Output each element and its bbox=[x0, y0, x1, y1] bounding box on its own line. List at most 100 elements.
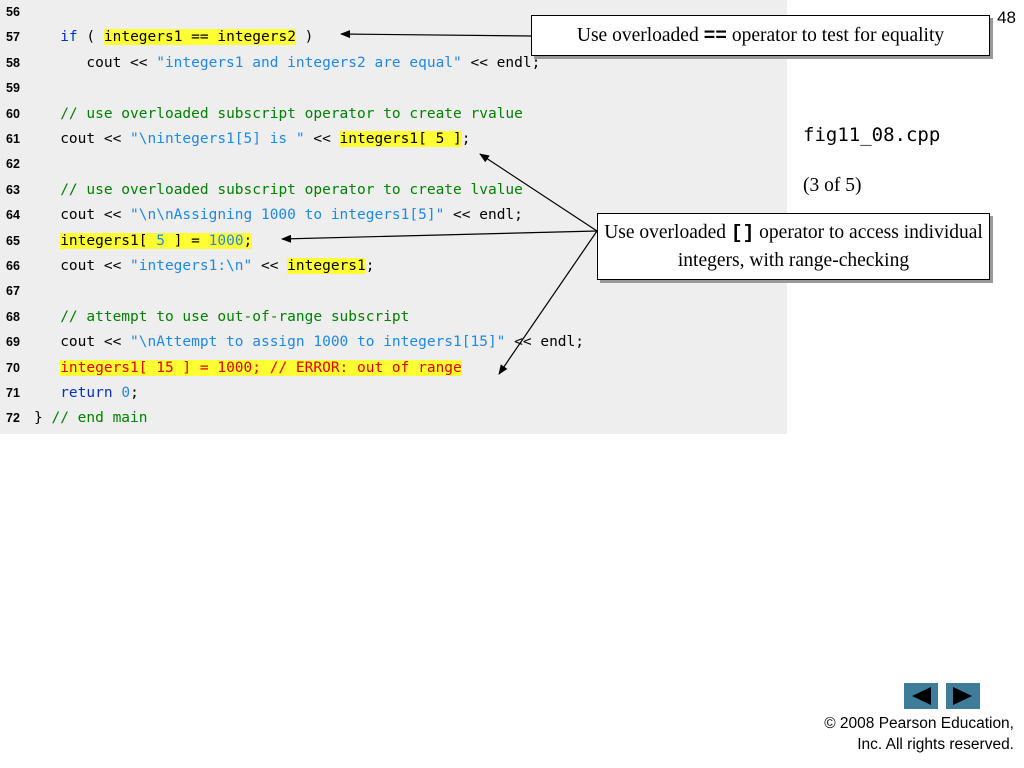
line-number: 59 bbox=[6, 81, 20, 96]
code-line: 69 cout << "\nAttempt to assign 1000 to … bbox=[0, 330, 787, 355]
line-number: 71 bbox=[6, 386, 20, 400]
callout-operator: [] bbox=[730, 222, 755, 244]
callout-subscript-operator: Use overloaded [] operator to access ind… bbox=[597, 213, 990, 280]
code-token bbox=[34, 182, 60, 198]
code-token bbox=[34, 309, 60, 325]
code-token: << bbox=[252, 258, 288, 274]
code-token: if bbox=[60, 29, 78, 46]
file-name: fig11_08.cpp bbox=[803, 124, 941, 146]
code-line: 58 cout << "integers1 and integers2 are … bbox=[0, 51, 787, 76]
code-token: ) bbox=[295, 29, 314, 46]
line-number: 69 bbox=[6, 335, 20, 350]
code-text: cout << "integers1 and integers2 are equ… bbox=[34, 51, 540, 76]
line-number: 67 bbox=[6, 284, 20, 299]
code-token: // use overloaded subscript operator to … bbox=[60, 105, 523, 122]
code-text: // use overloaded subscript operator to … bbox=[34, 178, 523, 203]
line-number: 56 bbox=[6, 5, 20, 19]
previous-slide-button[interactable] bbox=[904, 683, 938, 709]
code-token: cout << bbox=[34, 131, 131, 147]
code-line: 56 bbox=[0, 0, 787, 25]
code-token: integers1 == integers2 bbox=[103, 29, 296, 46]
code-token bbox=[34, 385, 60, 401]
code-token: return bbox=[60, 385, 113, 401]
code-token: cout << bbox=[34, 54, 157, 71]
code-token: ; bbox=[461, 131, 471, 147]
code-token: } bbox=[34, 410, 52, 427]
slide-number: 48 bbox=[997, 8, 1016, 27]
code-token bbox=[34, 233, 60, 249]
code-text: cout << "\nintegers1[5] is " << integers… bbox=[34, 127, 471, 152]
code-token: integers1[ 15 ] = 1000; // ERROR: out of… bbox=[60, 359, 462, 376]
code-line: 57 if ( integers1 == integers2 ) bbox=[0, 25, 787, 50]
code-line: 71 return 0; bbox=[0, 381, 787, 406]
copyright-notice: © 2008 Pearson Education, Inc. All right… bbox=[754, 713, 1014, 755]
code-line: 66 cout << "integers1:\n" << integers1; bbox=[0, 254, 787, 279]
code-token: integers1[ bbox=[60, 232, 157, 249]
code-token: cout << bbox=[34, 207, 131, 224]
copyright-line-1: © 2008 Pearson Education, bbox=[824, 715, 1014, 732]
line-number: 64 bbox=[6, 208, 20, 223]
line-number: 57 bbox=[6, 30, 20, 45]
code-text: // use overloaded subscript operator to … bbox=[34, 102, 523, 127]
callout-text-after: operator to access individual integers, … bbox=[677, 222, 983, 271]
code-text: // attempt to use out-of-range subscript bbox=[34, 305, 409, 330]
code-token: // end main bbox=[51, 410, 148, 427]
code-token: "\nAttempt to assign 1000 to integers1[1… bbox=[130, 334, 506, 351]
code-line: 61 cout << "\nintegers1[5] is " << integ… bbox=[0, 127, 787, 152]
line-number: 58 bbox=[6, 55, 20, 70]
code-line: 59 bbox=[0, 76, 787, 101]
line-number: 62 bbox=[6, 157, 20, 172]
code-token: cout << bbox=[34, 334, 131, 351]
code-token: << endl; bbox=[461, 54, 541, 71]
code-line: 70 integers1[ 15 ] = 1000; // ERROR: out… bbox=[0, 356, 787, 381]
line-number: 70 bbox=[6, 360, 20, 375]
code-token bbox=[34, 29, 60, 45]
code-token: integers1[ 5 ] bbox=[339, 131, 462, 147]
code-token: << bbox=[304, 131, 340, 147]
code-token bbox=[34, 360, 60, 376]
code-line: 63 // use overloaded subscript operator … bbox=[0, 178, 787, 203]
code-token: "integers1:\n" bbox=[130, 258, 253, 274]
code-text: integers1[ 15 ] = 1000; // ERROR: out of… bbox=[34, 356, 462, 381]
code-line: 68 // attempt to use out-of-range subscr… bbox=[0, 305, 787, 330]
code-line: 67 bbox=[0, 279, 787, 304]
code-token: "\n\nAssigning 1000 to integers1[5]" bbox=[130, 207, 445, 224]
code-token: << endl; bbox=[505, 334, 584, 351]
code-token bbox=[34, 106, 60, 122]
page-indicator: (3 of 5) bbox=[803, 175, 862, 196]
code-token: ; bbox=[130, 385, 139, 401]
code-token: // attempt to use out-of-range subscript bbox=[60, 308, 410, 325]
code-text: cout << "integers1:\n" << integers1; bbox=[34, 254, 374, 279]
line-number: 63 bbox=[6, 182, 20, 197]
code-token: << endl; bbox=[444, 207, 523, 224]
code-line: 62 bbox=[0, 152, 787, 177]
next-slide-button[interactable] bbox=[946, 683, 980, 709]
code-token: ; bbox=[365, 258, 375, 274]
callout-equality-operator: Use overloaded == operator to test for e… bbox=[531, 15, 990, 56]
code-text: } // end main bbox=[34, 406, 148, 431]
code-text: cout << "\n\nAssigning 1000 to integers1… bbox=[34, 203, 523, 228]
code-line: 72} // end main bbox=[0, 406, 787, 431]
code-line: 65 integers1[ 5 ] = 1000; bbox=[0, 229, 787, 254]
line-number: 61 bbox=[6, 132, 20, 146]
code-text: integers1[ 5 ] = 1000; bbox=[34, 229, 253, 254]
line-number: 72 bbox=[6, 411, 20, 426]
code-token: "\nintegers1[5] is " bbox=[130, 131, 305, 147]
line-number: 60 bbox=[6, 106, 20, 121]
code-token: ; bbox=[243, 232, 253, 249]
callout-text-before: Use overloaded bbox=[576, 25, 704, 46]
code-text: if ( integers1 == integers2 ) bbox=[34, 25, 313, 50]
code-token: integers1 bbox=[287, 258, 366, 274]
triangle-right-icon bbox=[953, 687, 972, 705]
callout-operator: == bbox=[703, 25, 727, 47]
triangle-left-icon bbox=[912, 687, 931, 705]
callout-text-after: operator to test for equality bbox=[726, 25, 945, 46]
code-token: "integers1 and integers2 are equal" bbox=[156, 54, 462, 71]
code-line: 60 // use overloaded subscript operator … bbox=[0, 102, 787, 127]
code-token: 0 bbox=[121, 385, 131, 401]
callout-text-before: Use overloaded bbox=[604, 222, 731, 243]
code-token: // use overloaded subscript operator to … bbox=[60, 181, 523, 198]
code-token: ] = bbox=[164, 232, 209, 249]
code-token: cout << bbox=[34, 258, 131, 274]
line-number: 65 bbox=[6, 233, 20, 248]
